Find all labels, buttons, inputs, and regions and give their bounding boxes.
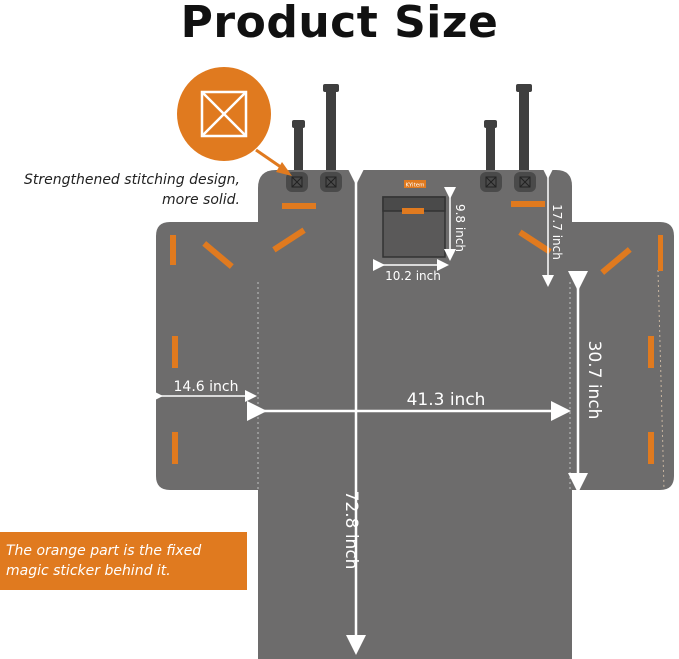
right-side-flap <box>570 222 674 490</box>
note-line-1: The orange part is the fixed <box>6 543 202 559</box>
callout-line-1: Strengthened stitching design, <box>23 172 240 188</box>
top-section-label: 17.7 inch <box>550 204 564 260</box>
brand-tag-text: KYitem <box>405 183 424 189</box>
x-stitch-icon <box>291 176 531 188</box>
flap-width-label: 14.6 inch <box>174 379 239 395</box>
stitching-callout-text: Strengthened stitching design, more soli… <box>0 170 240 210</box>
total-length-label: 72.8 inch <box>341 491 361 570</box>
note-text: The orange part is the fixed magic stick… <box>6 541 244 581</box>
storage-pocket <box>382 196 446 258</box>
flap-height-label: 30.7 inch <box>584 341 604 420</box>
brand-tag <box>404 180 426 188</box>
page-title: Product Size <box>180 0 499 48</box>
x-box-stitch-icon <box>200 90 248 138</box>
note-line-2: magic sticker behind it. <box>6 563 171 579</box>
headrest-straps <box>292 84 532 184</box>
magic-sticker-note: The orange part is the fixed magic stick… <box>0 532 247 590</box>
main-width-label: 41.3 inch <box>407 390 486 410</box>
pocket-height-label: 9.8 inch <box>453 204 467 252</box>
dimension-arrows <box>151 165 588 655</box>
left-side-flap <box>156 222 258 490</box>
strap-loops <box>286 172 536 192</box>
pocket-width-label: 10.2 inch <box>385 269 441 283</box>
callout-line-2: more solid. <box>162 192 240 208</box>
stitch-callout-badge <box>177 67 292 176</box>
